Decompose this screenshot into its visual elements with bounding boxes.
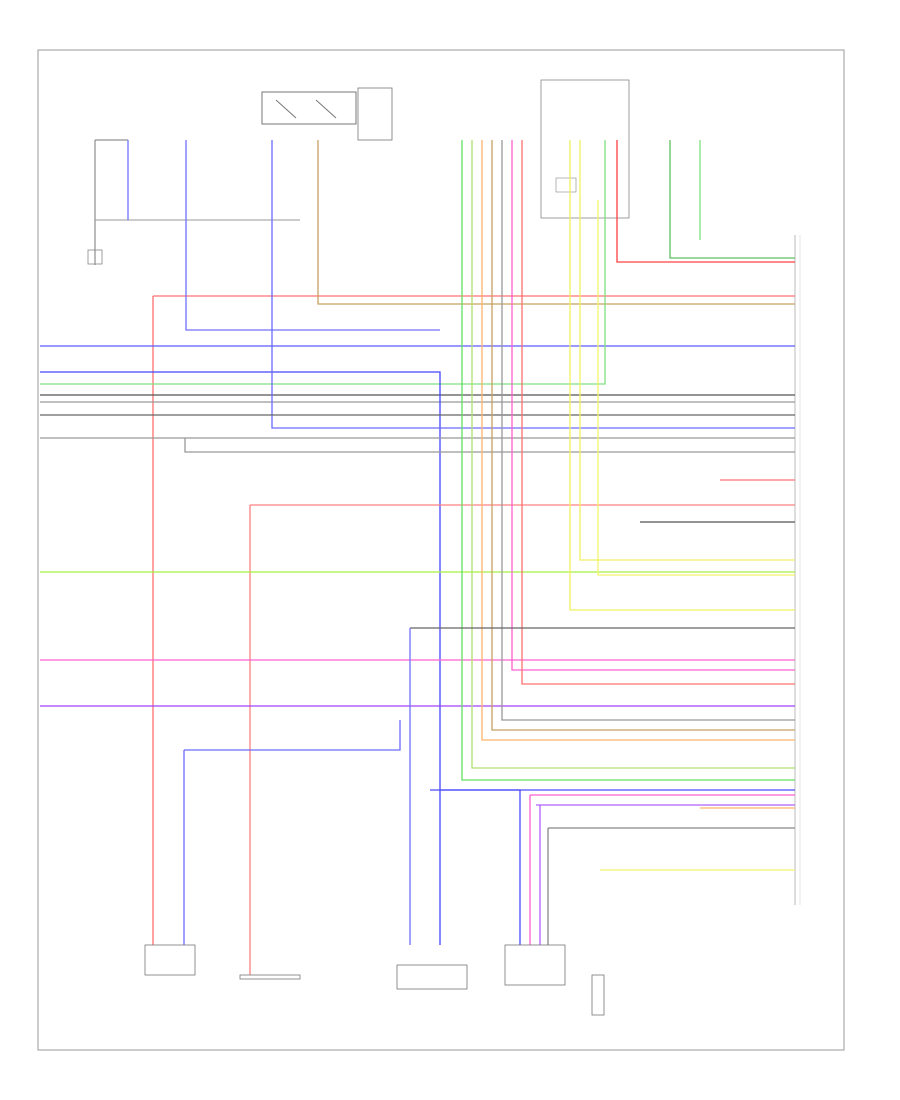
component-bottom-module bbox=[504, 944, 566, 986]
component-top-module bbox=[540, 79, 630, 219]
component-relay-box bbox=[261, 91, 357, 125]
right-connector-module bbox=[794, 235, 801, 905]
diagram-border bbox=[37, 49, 845, 1051]
component-bottom-center bbox=[396, 964, 468, 990]
wire-layer bbox=[40, 140, 795, 975]
component-sensor-box bbox=[357, 87, 393, 141]
component-bottom-sensor bbox=[239, 974, 301, 980]
component-bottom-right bbox=[591, 974, 605, 1016]
component-bottom-left bbox=[144, 944, 196, 976]
component-ground-switch bbox=[87, 139, 300, 265]
